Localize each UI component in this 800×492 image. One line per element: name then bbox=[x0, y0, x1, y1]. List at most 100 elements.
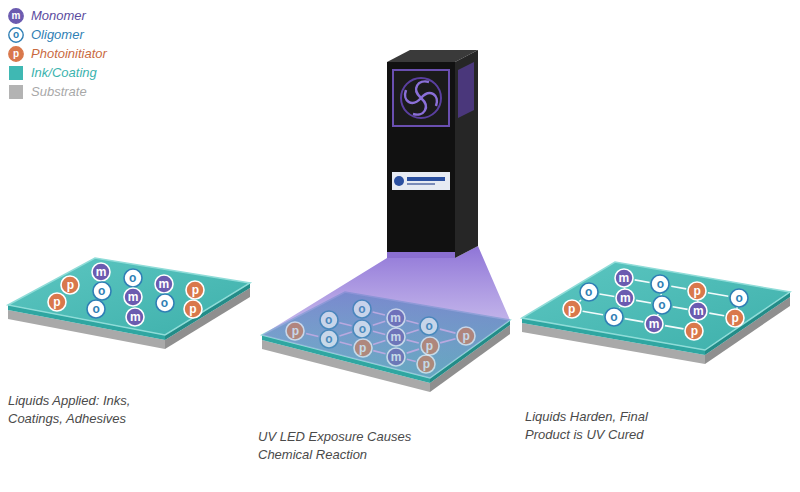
legend-sample: p bbox=[8, 46, 24, 62]
monomer-circle: m bbox=[125, 307, 145, 327]
legend-swatch bbox=[9, 66, 23, 80]
molecule-letter: m bbox=[619, 272, 630, 284]
legend-row: Substrate bbox=[8, 82, 107, 101]
step-caption: UV LED Exposure Causes Chemical Reaction bbox=[258, 428, 433, 463]
bond-line bbox=[373, 351, 385, 354]
molecule-letter: p bbox=[693, 285, 700, 297]
oligomer-circle: o bbox=[92, 281, 112, 301]
photoinitiator-circle: p bbox=[684, 321, 704, 341]
monomer-circle: m bbox=[688, 301, 708, 321]
molecule-letter: o bbox=[585, 286, 592, 298]
photoinitiator-circle: p bbox=[47, 292, 67, 312]
molecule-letter: o bbox=[657, 278, 664, 290]
monomer-circle: m bbox=[615, 288, 635, 308]
bond-line bbox=[339, 323, 351, 326]
photoinitiator-circle: p bbox=[353, 338, 373, 358]
bond-line bbox=[440, 339, 455, 343]
monomer-circle: m bbox=[386, 327, 406, 347]
bond-line bbox=[339, 332, 351, 336]
oligomer-circle: o bbox=[652, 295, 672, 315]
legend-sample: m bbox=[8, 8, 24, 24]
bond-line bbox=[406, 321, 418, 324]
substrate-slab bbox=[522, 262, 790, 364]
oligomer-circle: o bbox=[579, 282, 599, 302]
legend-letter: p bbox=[13, 49, 19, 59]
bond-line bbox=[665, 326, 684, 329]
bond-line bbox=[373, 331, 385, 334]
molecule-letter: o bbox=[98, 285, 105, 297]
bond-line bbox=[407, 359, 416, 361]
bond-line bbox=[340, 342, 352, 345]
oligomer-circle: o bbox=[319, 310, 339, 330]
molecule-letter: o bbox=[325, 314, 332, 326]
bond-line bbox=[373, 341, 385, 345]
molecule-letter: m bbox=[620, 292, 631, 304]
bond-line bbox=[619, 307, 621, 309]
photoinitiator-circle: p bbox=[687, 281, 707, 301]
molecule-letter: o bbox=[92, 303, 99, 315]
monomer-circle: m bbox=[154, 274, 174, 294]
monomer-circle: m bbox=[386, 347, 406, 367]
molecule-letter: p bbox=[426, 340, 433, 352]
photoinitiator-circle: p bbox=[416, 354, 436, 374]
bond-line bbox=[583, 311, 603, 315]
legend-letter: m bbox=[12, 11, 21, 21]
bond-line bbox=[373, 312, 385, 315]
bond-line bbox=[579, 300, 581, 302]
molecule-letter: p bbox=[423, 358, 430, 370]
molecule-letter: m bbox=[693, 305, 704, 317]
molecule-letter: p bbox=[462, 330, 469, 342]
legend-text: Monomer bbox=[31, 8, 86, 23]
legend-row: pPhotoinitiator bbox=[8, 44, 107, 63]
legend-row: Ink/Coating bbox=[8, 63, 107, 82]
photoinitiator-circle: p bbox=[562, 299, 582, 319]
oligomer-circle: o bbox=[604, 307, 624, 327]
molecule-letter: p bbox=[568, 303, 575, 315]
legend-text: Substrate bbox=[31, 84, 87, 99]
legend: m Monomer o Oligomer pPhotoinitiatorInk/Coat… bbox=[8, 6, 107, 101]
photoinitiator-circle: p bbox=[60, 275, 80, 295]
bond-line bbox=[708, 293, 728, 297]
molecule-letter: o bbox=[129, 272, 136, 284]
molecule-letter: m bbox=[96, 266, 107, 278]
legend-text: Ink/Coating bbox=[31, 65, 97, 80]
oligomer-circle: o bbox=[352, 319, 372, 339]
bond-line bbox=[407, 349, 419, 353]
step-caption: Liquids Harden, Final Product is UV Cure… bbox=[525, 408, 705, 443]
molecule-letter: o bbox=[359, 323, 366, 335]
molecule-letter: m bbox=[130, 311, 141, 323]
molecule-letter: m bbox=[649, 318, 660, 330]
monomer-circle: m bbox=[91, 262, 111, 282]
molecule-letter: p bbox=[731, 312, 738, 324]
photoinitiator-circle: p bbox=[420, 336, 440, 356]
oligomer-circle: o bbox=[650, 274, 670, 294]
molecule-letter: p bbox=[292, 325, 299, 337]
legend-text: Oligomer bbox=[31, 27, 84, 42]
bond-line bbox=[636, 300, 651, 303]
bond-line bbox=[407, 340, 419, 343]
uv-light bbox=[262, 246, 510, 378]
oligomer-circle: o bbox=[419, 316, 439, 336]
molecule-letter: o bbox=[610, 311, 617, 323]
molecule-letter: o bbox=[426, 320, 433, 332]
photoinitiator-circle: p bbox=[725, 308, 745, 328]
monomer-circle: m bbox=[614, 268, 634, 288]
oligomer-circle: o bbox=[319, 329, 339, 349]
molecule-letter: m bbox=[159, 278, 170, 290]
step-caption: Liquids Applied: Inks, Coatings, Adhesiv… bbox=[8, 392, 173, 427]
uv-led-lamp bbox=[387, 50, 478, 258]
molecule-letter: m bbox=[391, 351, 402, 363]
molecule-letter: m bbox=[390, 312, 401, 324]
legend-swatch bbox=[9, 85, 23, 99]
molecule-letter: m bbox=[391, 331, 402, 343]
bond-line bbox=[599, 294, 614, 297]
bond-line bbox=[625, 319, 644, 322]
molecule-letter: o bbox=[325, 333, 332, 345]
legend-row: m Monomer bbox=[8, 6, 107, 25]
molecule-letter: m bbox=[128, 291, 139, 303]
legend-letter: o bbox=[13, 30, 19, 40]
photoinitiator-circle: p bbox=[185, 280, 205, 300]
legend-sample: o bbox=[8, 27, 24, 43]
molecule-letter: o bbox=[161, 297, 168, 309]
oligomer-circle: o bbox=[123, 268, 143, 288]
